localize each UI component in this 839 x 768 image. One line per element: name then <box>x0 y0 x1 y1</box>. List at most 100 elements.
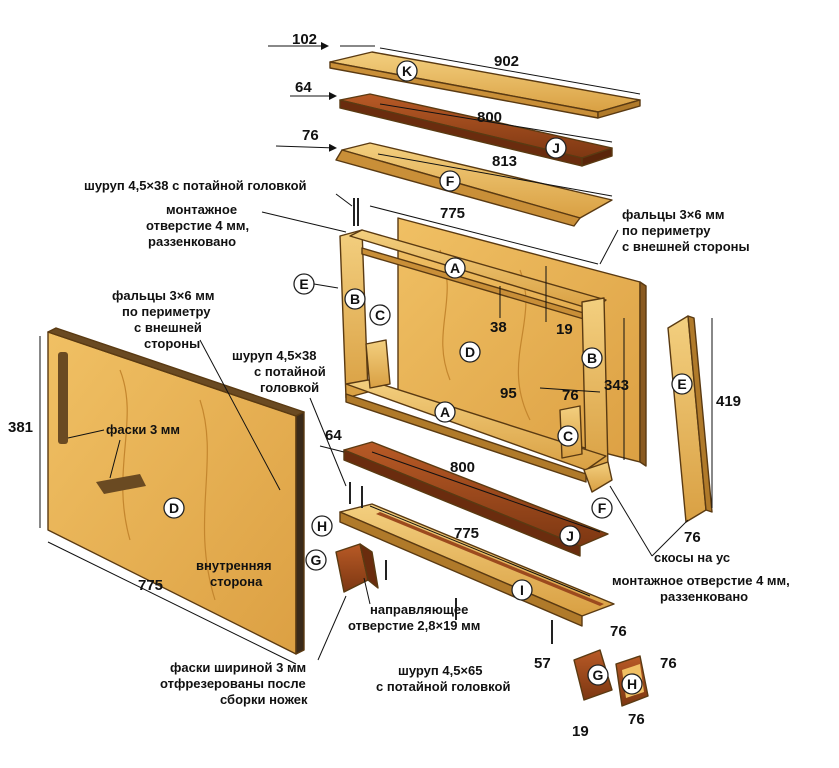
dim-leg-76b: 76 <box>628 711 645 728</box>
callout-screw-bottom: шуруп 4,5×65 с потайной головкой <box>376 663 510 694</box>
dim-leg-57: 57 <box>534 655 551 672</box>
callout-chamfer-3: фаски 3 мм <box>67 422 180 479</box>
svg-text:76: 76 <box>302 127 319 144</box>
svg-text:фальцы 3×6 мм: фальцы 3×6 мм <box>622 207 724 222</box>
callout-pilot-hole: направляющее отверстие 2,8×19 мм <box>348 577 480 633</box>
svg-text:отфрезерованы после: отфрезерованы после <box>160 676 306 691</box>
svg-text:H: H <box>317 518 327 534</box>
svg-text:800: 800 <box>450 459 475 476</box>
svg-text:775: 775 <box>440 205 465 222</box>
svg-text:76: 76 <box>610 623 627 640</box>
part-d-front-panel <box>47 327 305 655</box>
svg-text:C: C <box>563 428 573 444</box>
svg-text:A: A <box>450 260 460 276</box>
dim-frame-38: 38 <box>490 286 507 336</box>
svg-text:57: 57 <box>534 655 551 672</box>
svg-text:F: F <box>598 500 607 516</box>
part-b-right-label: B <box>581 347 603 369</box>
svg-text:K: K <box>402 63 412 79</box>
callout-miter: скосы на ус <box>609 485 730 565</box>
dim-i-width: 76 <box>610 623 627 640</box>
dim-frame-19: 19 <box>545 266 573 338</box>
svg-text:B: B <box>587 350 597 366</box>
svg-text:19: 19 <box>572 723 589 740</box>
svg-text:сторона: сторона <box>210 574 263 589</box>
svg-text:отверстие 2,8×19 мм: отверстие 2,8×19 мм <box>348 618 480 633</box>
part-e-right-label: E <box>671 373 693 395</box>
svg-text:343: 343 <box>604 377 629 394</box>
part-c-left-label: C <box>369 304 391 326</box>
part-frame-assembly <box>339 229 609 483</box>
callout-rabbet-left: фальцы 3×6 мм по периметру с внешней сто… <box>112 288 281 491</box>
callout-chamfer-legs: фаски шириной 3 мм отфрезерованы после с… <box>160 595 347 707</box>
dim-f-length: 813 <box>377 153 613 197</box>
callout-rabbet-right: фальцы 3×6 мм по периметру с внешней сто… <box>599 207 750 265</box>
svg-text:стороны: стороны <box>144 336 200 351</box>
dim-e-height: 419 <box>711 318 741 508</box>
svg-text:головкой: головкой <box>260 380 319 395</box>
svg-text:902: 902 <box>494 53 519 70</box>
part-h-left-label: H <box>311 515 333 537</box>
part-h-right-label: H <box>621 673 643 695</box>
svg-text:813: 813 <box>492 153 517 170</box>
dim-frame-76: 76 <box>539 387 601 404</box>
part-f-top-label: F <box>439 170 461 192</box>
svg-text:фаски шириной 3 мм: фаски шириной 3 мм <box>170 660 306 675</box>
svg-text:95: 95 <box>500 385 517 402</box>
svg-text:D: D <box>465 344 475 360</box>
part-f-bottom-molding <box>583 461 613 493</box>
svg-text:по периметру: по периметру <box>622 223 711 238</box>
part-g-right-label: G <box>587 664 609 686</box>
dim-frame-343: 343 <box>604 318 629 460</box>
part-k-label: K <box>396 60 418 82</box>
svg-text:шуруп 4,5×38 с потайной головк: шуруп 4,5×38 с потайной головкой <box>84 178 307 193</box>
svg-text:B: B <box>350 291 360 307</box>
callout-mount-hole-bottom: монтажное отверстие 4 мм, раззенковано <box>612 573 790 604</box>
part-a-bottom-label: A <box>434 401 456 423</box>
svg-text:монтажное отверстие 4 мм,: монтажное отверстие 4 мм, <box>612 573 790 588</box>
dim-leg-76a: 76 <box>660 655 677 672</box>
dim-j-top-width: 64 <box>290 79 337 100</box>
svg-text:H: H <box>627 676 637 692</box>
svg-text:C: C <box>375 307 385 323</box>
dim-k-width: 102 <box>268 31 375 50</box>
svg-text:J: J <box>566 528 574 544</box>
part-g-left-label: G <box>305 549 327 571</box>
svg-text:775: 775 <box>454 525 479 542</box>
svg-text:800: 800 <box>477 109 502 126</box>
part-j-top-board <box>339 93 613 167</box>
svg-text:38: 38 <box>490 319 507 336</box>
svg-text:с потайной головкой: с потайной головкой <box>376 679 510 694</box>
svg-text:G: G <box>311 552 322 568</box>
part-c-cleat-left <box>365 339 391 389</box>
svg-text:I: I <box>520 582 524 598</box>
dim-j-bottom-length: 800 <box>371 451 601 533</box>
svg-text:с внешней: с внешней <box>134 320 202 335</box>
svg-text:D: D <box>169 500 179 516</box>
part-d-front-label: D <box>163 497 185 519</box>
svg-text:775: 775 <box>138 577 163 594</box>
svg-text:скосы на ус: скосы на ус <box>654 550 730 565</box>
part-j-top-label: J <box>545 137 567 159</box>
svg-text:фальцы 3×6 мм: фальцы 3×6 мм <box>112 288 214 303</box>
svg-text:направляющее: направляющее <box>370 602 468 617</box>
svg-text:G: G <box>593 667 604 683</box>
dim-f-width: 76 <box>275 127 337 152</box>
dim-k-length: 902 <box>379 47 641 95</box>
svg-text:76: 76 <box>684 529 701 546</box>
part-e-left-label: E <box>293 273 339 295</box>
callout-mount-hole-top: монтажное отверстие 4 мм, раззенковано <box>146 202 347 249</box>
part-f-bottom-label: F <box>591 497 613 519</box>
part-i-label: I <box>511 579 533 601</box>
svg-text:76: 76 <box>628 711 645 728</box>
svg-text:J: J <box>552 140 560 156</box>
svg-text:E: E <box>677 376 686 392</box>
svg-text:раззенковано: раззенковано <box>660 589 748 604</box>
svg-text:шуруп 4,5×65: шуруп 4,5×65 <box>398 663 482 678</box>
svg-text:F: F <box>446 173 455 189</box>
svg-text:монтажное: монтажное <box>166 202 237 217</box>
svg-text:419: 419 <box>716 393 741 410</box>
svg-text:отверстие 4 мм,: отверстие 4 мм, <box>146 218 249 233</box>
svg-text:фаски 3 мм: фаски 3 мм <box>106 422 180 437</box>
